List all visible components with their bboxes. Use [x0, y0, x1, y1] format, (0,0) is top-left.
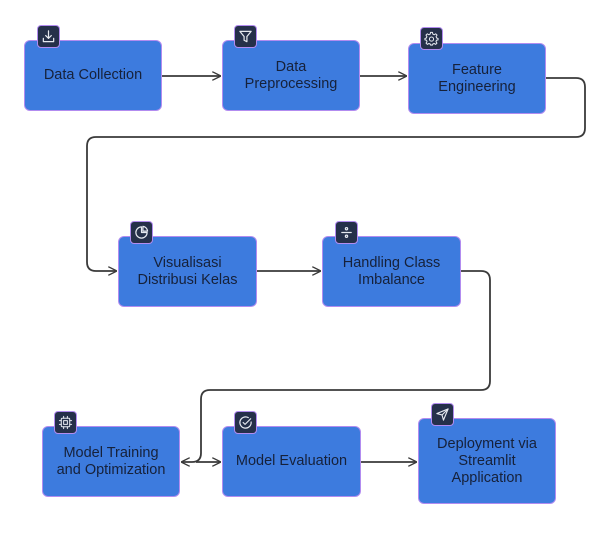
node-label: Data Collection	[43, 67, 143, 83]
cpu-badge	[54, 411, 77, 434]
edge-feature-to-visualisasi	[86, 77, 586, 271]
check-circle-badge	[234, 411, 257, 434]
send-badge	[431, 403, 454, 426]
filter-badge	[234, 25, 257, 48]
node-visualisasi-distribusi-kelas[interactable]: Visualisasi Distribusi Kelas	[118, 236, 257, 307]
node-label-line-2: Preprocessing	[244, 75, 338, 92]
node-label-line-2: Imbalance	[358, 271, 425, 288]
node-data-preprocessing[interactable]: Data Preprocessing	[222, 40, 360, 111]
node-label-line-1: Data	[275, 58, 307, 75]
node-label: Model Evaluation	[235, 453, 348, 469]
divide-badge	[335, 221, 358, 244]
node-label-line-1: Handling Class	[342, 254, 441, 271]
node-label-line-1: Deployment via	[437, 435, 537, 452]
node-label-line-2: Streamlit	[458, 452, 516, 469]
node-label-line-1: Visualisasi	[153, 254, 222, 271]
node-feature-engineering[interactable]: Feature Engineering	[408, 43, 546, 114]
node-handling-class-imbalance[interactable]: Handling Class Imbalance	[322, 236, 461, 307]
node-label-line-2: Engineering	[438, 78, 516, 95]
edge-imbalance-to-training	[182, 270, 491, 462]
node-label-line-1: Feature	[452, 61, 502, 78]
node-label-line-3: Application	[451, 469, 523, 486]
pie-chart-icon	[135, 225, 149, 239]
node-deployment[interactable]: Deployment via Streamlit Application	[418, 418, 556, 504]
node-data-collection[interactable]: Data Collection	[24, 40, 162, 111]
divide-icon	[341, 227, 352, 238]
download-badge	[37, 25, 60, 48]
node-model-evaluation[interactable]: Model Evaluation	[222, 426, 361, 497]
send-icon	[436, 408, 449, 421]
node-model-training[interactable]: Model Training and Optimization	[42, 426, 180, 497]
cpu-icon	[58, 415, 73, 430]
gear-icon	[424, 31, 439, 46]
check-circle-icon	[239, 416, 252, 429]
node-label-line-2: and Optimization	[56, 461, 166, 478]
pie-chart-badge	[130, 221, 153, 244]
node-label-line-1: Model Training	[63, 444, 159, 461]
download-icon	[42, 30, 55, 43]
filter-icon	[239, 30, 252, 43]
node-label-line-2: Distribusi Kelas	[137, 271, 238, 288]
gear-badge	[420, 27, 443, 50]
